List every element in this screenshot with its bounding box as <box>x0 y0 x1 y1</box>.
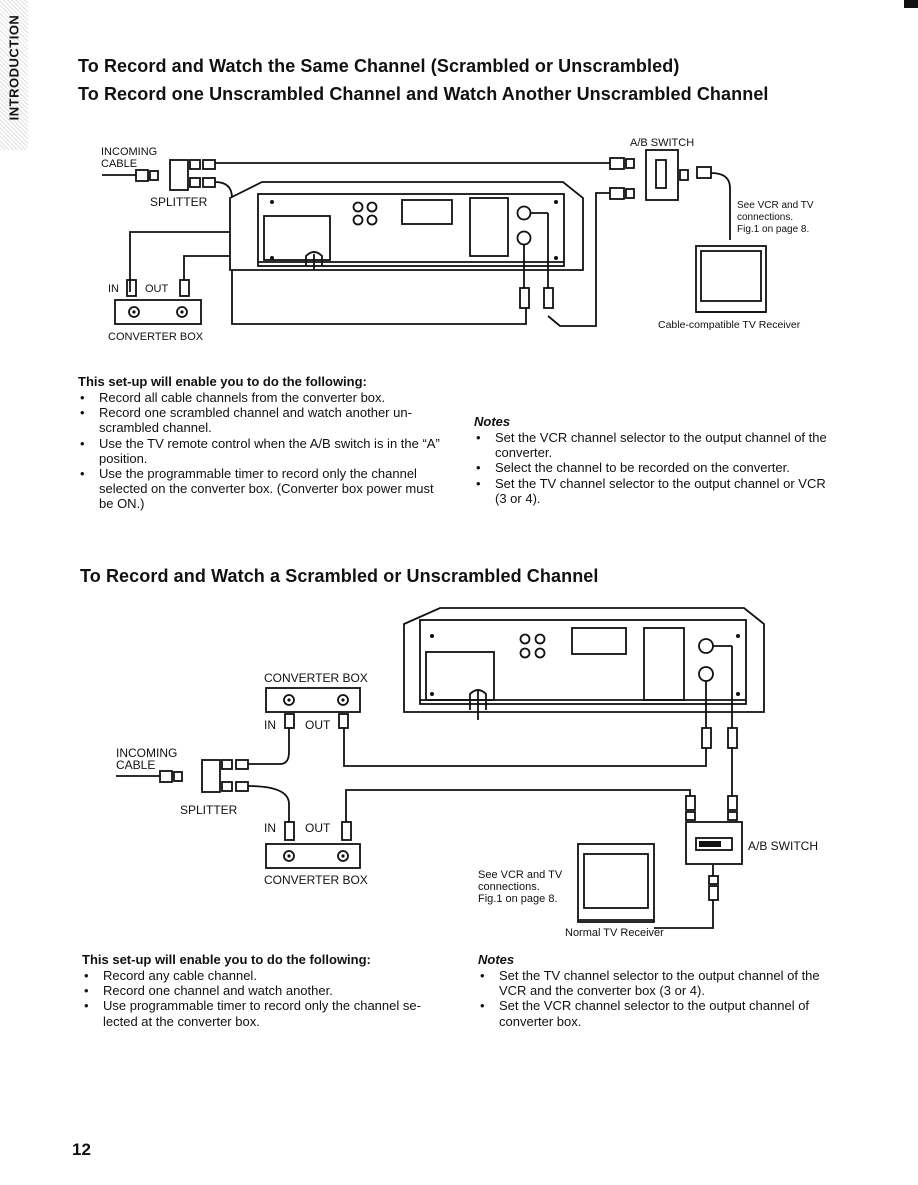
svg-text:connections.: connections. <box>478 881 540 893</box>
notes-list: Set the VCR channel selector to the outp… <box>474 430 840 506</box>
svg-text:Fig.1 on page 8.: Fig.1 on page 8. <box>737 224 809 235</box>
converter-box-bottom-label: CONVERTER BOX <box>264 873 368 887</box>
list-item: Set the TV channel selector to the outpu… <box>474 476 840 506</box>
setup-heading: This set-up will enable you to do the fo… <box>78 374 367 389</box>
list-item: Select the channel to be recorded on the… <box>474 460 840 475</box>
converter-box-top-label: CONVERTER BOX <box>264 671 368 685</box>
page-number: 12 <box>72 1140 91 1159</box>
notes-heading: Notes <box>474 414 511 429</box>
list-item: Set the VCR channel selector to the outp… <box>478 998 840 1028</box>
svg-text:OUT: OUT <box>145 283 169 295</box>
setup-list: Record any cable channel. Record one cha… <box>82 968 448 1029</box>
svg-text:See VCR and TV: See VCR and TV <box>737 200 814 211</box>
setup-heading: This set-up will enable you to do the fo… <box>82 952 371 967</box>
list-item: Record one scrambled channel and watch a… <box>78 405 444 435</box>
tv-label-2: Normal TV Receiver <box>565 927 664 939</box>
section1-title: To Record and Watch the Same Channel (Sc… <box>78 56 680 76</box>
list-item: Use the TV remote control when the A/B s… <box>78 436 444 466</box>
section2-notes: Notes Set the TV channel selector to the… <box>478 952 840 1029</box>
list-item: Record any cable channel. <box>82 968 448 983</box>
tv-label: Cable-compatible TV Receiver <box>658 319 801 331</box>
connection-diagram-2: CONVERTER BOX IN OUT INCOMING CABLE SPLI… <box>116 607 818 939</box>
svg-text:INCOMING: INCOMING <box>101 146 157 158</box>
section-tab: INTRODUCTION <box>0 0 28 150</box>
svg-text:Fig.1 on page 8.: Fig.1 on page 8. <box>478 893 558 905</box>
section-tab-label: INTRODUCTION <box>6 14 22 121</box>
svg-text:CABLE: CABLE <box>101 158 137 170</box>
section2-title: To Record and Watch a Scrambled or Unscr… <box>80 566 599 586</box>
list-item: Set the TV channel selector to the outpu… <box>478 968 840 998</box>
section2-setup: This set-up will enable you to do the fo… <box>82 952 448 1029</box>
splitter-label-2: SPLITTER <box>180 803 238 817</box>
section-tab-shading <box>0 0 28 150</box>
svg-text:connections.: connections. <box>737 212 793 223</box>
converter-box-label: CONVERTER BOX <box>108 331 204 343</box>
svg-text:INCOMING: INCOMING <box>116 746 177 760</box>
svg-text:See VCR and TV: See VCR and TV <box>478 869 563 881</box>
section1-notes: Notes Set the VCR channel selector to th… <box>474 414 840 506</box>
section1-subtitle: To Record one Unscrambled Channel and Wa… <box>78 84 769 104</box>
list-item: Use the programmable timer to record onl… <box>78 466 444 512</box>
svg-text:CABLE: CABLE <box>116 758 155 772</box>
connection-diagram-1: INCOMING CABLE SPLITTER A/B SWITCH IN OU… <box>101 137 814 343</box>
list-item: Record one channel and watch another. <box>82 983 448 998</box>
list-item: Use programmable timer to record only th… <box>82 998 448 1028</box>
notes-list: Set the TV channel selector to the outpu… <box>478 968 840 1029</box>
corner-mark <box>904 0 918 8</box>
svg-text:IN: IN <box>264 718 276 732</box>
list-item: Set the VCR channel selector to the outp… <box>474 430 840 460</box>
ab-switch-label-2: A/B SWITCH <box>748 839 818 853</box>
list-item: Record all cable channels from the conve… <box>78 390 444 405</box>
svg-text:IN: IN <box>264 821 276 835</box>
ab-switch-label: A/B SWITCH <box>630 137 694 149</box>
splitter-label: SPLITTER <box>150 195 208 209</box>
svg-text:OUT: OUT <box>305 821 331 835</box>
section1-setup: This set-up will enable you to do the fo… <box>78 374 444 512</box>
svg-text:IN: IN <box>108 283 119 295</box>
svg-text:OUT: OUT <box>305 718 331 732</box>
notes-heading: Notes <box>478 952 515 967</box>
setup-list: Record all cable channels from the conve… <box>78 390 444 512</box>
